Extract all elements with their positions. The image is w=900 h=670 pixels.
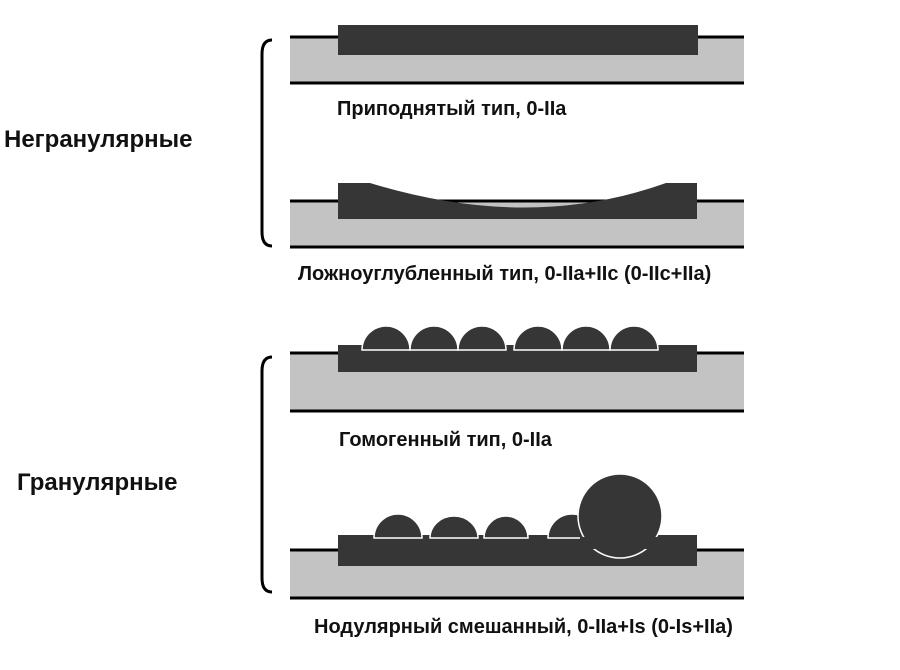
panel-nodular-mixed (290, 473, 744, 600)
caption-nodular-mixed: Нодулярный смешанный, 0-IIa+Is (0-Is+IIa… (314, 616, 733, 638)
pseudo-depressed-lesion (338, 183, 697, 219)
granule-4 (513, 325, 563, 351)
granule-3 (457, 325, 507, 351)
granule-1 (373, 513, 423, 539)
group-label-non-granular: Негранулярные (4, 126, 193, 153)
panel-homogeneous (290, 325, 744, 413)
caption-homogeneous: Гомогенный тип, 0-IIa (339, 429, 552, 451)
group-label-granular: Гранулярные (17, 469, 178, 496)
granule-6 (609, 325, 659, 351)
panel-elevated (290, 25, 744, 85)
granule-1 (361, 325, 411, 351)
nodule-merge (580, 537, 662, 549)
granular-bracket (260, 355, 273, 594)
granule-2 (409, 325, 459, 351)
granule-2 (429, 515, 479, 539)
caption-elevated: Приподнятый тип, 0-IIa (337, 98, 567, 120)
caption-pseudo-depressed: Ложноуглубленный тип, 0-IIa+IIc (0-IIc+I… (298, 263, 712, 285)
elevated-lesion (338, 25, 698, 55)
non-granular-bracket (260, 38, 273, 248)
granule-3 (483, 515, 529, 539)
granule-5 (561, 325, 611, 351)
panel-pseudo-depressed (290, 183, 744, 249)
